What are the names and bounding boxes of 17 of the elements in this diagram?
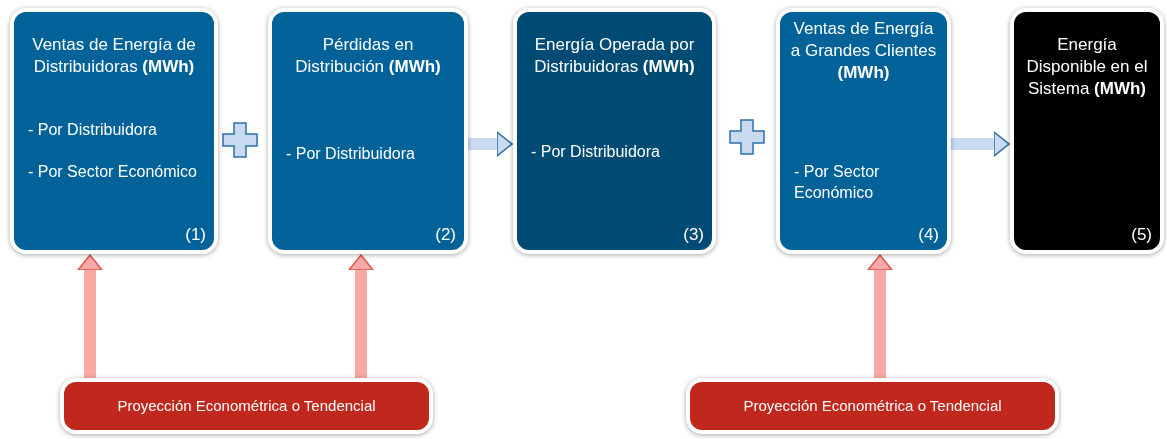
step-number: (5) xyxy=(1131,223,1152,246)
box-title: Ventas de Energía de Distribuidoras (MWh) xyxy=(31,34,197,79)
step-number: (4) xyxy=(918,223,939,246)
bullet-text: - Por Sector Económico xyxy=(794,162,881,203)
step-number: (3) xyxy=(683,223,704,246)
box-title: Energía Operada por Distribuidoras (MWh) xyxy=(533,34,696,79)
step-number: (1) xyxy=(185,223,206,246)
banner-text: Proyección Econométrica o Tendencial xyxy=(116,396,377,416)
box-title: Energía Disponible en el Sistema (MWh) xyxy=(1025,34,1149,101)
bullet-text: - Por Distribuidora xyxy=(28,120,158,140)
bullet-text: - Por Sector Económico xyxy=(28,162,198,182)
step-number: (2) xyxy=(435,223,456,246)
bullet-text: - Por Distribuidora xyxy=(286,144,416,164)
banner-text: Proyección Econométrica o Tendencial xyxy=(742,396,1003,416)
box-title: Pérdidas en Distribución (MWh) xyxy=(294,34,442,79)
bullet-text: - Por Distribuidora xyxy=(531,142,661,162)
box-title: Ventas de Energía a Grandes Clientes (MWh) xyxy=(789,18,938,85)
